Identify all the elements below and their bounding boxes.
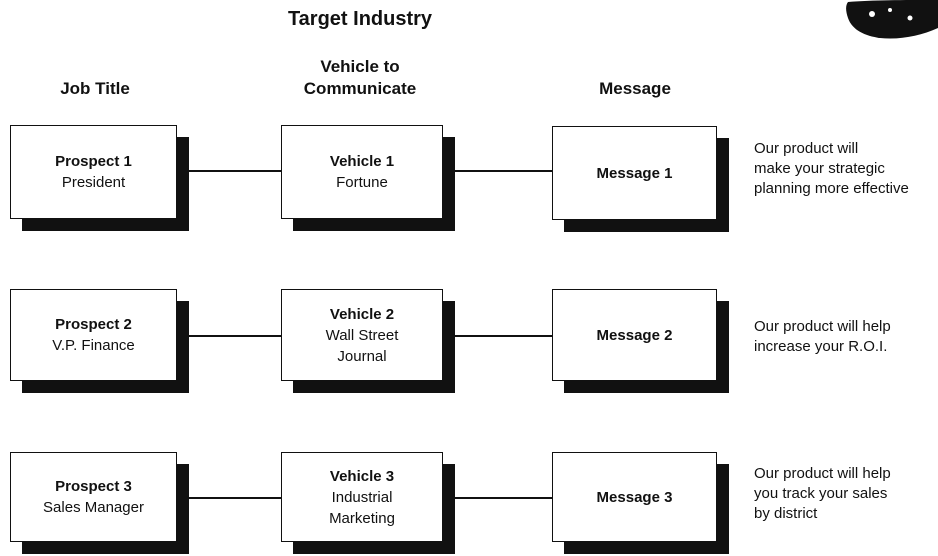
vehicle-2-line-2: Journal xyxy=(337,347,387,365)
vehicle-1-box: Vehicle 1 Fortune xyxy=(281,125,443,219)
message-1-copy-line-2: make your strategic xyxy=(754,160,885,177)
prospect-1-title: President xyxy=(61,174,126,191)
message-2-copy: Our product will help increase your R.O.… xyxy=(754,317,891,357)
connector-1b xyxy=(443,170,552,172)
column-header-vehicle: Vehicle to Communicate xyxy=(265,56,455,100)
prospect-3-title: Sales Manager xyxy=(43,499,144,516)
prospect-2-name: Prospect 2 xyxy=(55,316,132,333)
prospect-1-box: Prospect 1 President xyxy=(10,125,177,219)
message-2-copy-line-2: increase your R.O.I. xyxy=(754,338,888,355)
message-1-copy-line-3: planning more effective xyxy=(754,180,909,197)
message-1-copy: Our product will make your strategic pla… xyxy=(754,139,909,199)
vehicle-3-box: Vehicle 3 Industrial Marketing xyxy=(281,452,443,542)
column-header-vehicle-line-2: Communicate xyxy=(303,79,417,98)
vehicle-2-box: Vehicle 2 Wall Street Journal xyxy=(281,289,443,381)
message-3-copy-line-1: Our product will help xyxy=(754,465,891,482)
vehicle-2-line-1: Wall Street xyxy=(325,326,399,344)
prospect-1-name: Prospect 1 xyxy=(55,153,132,170)
message-2-box: Message 2 xyxy=(552,289,717,381)
column-header-message: Message xyxy=(599,79,671,98)
connector-1a xyxy=(177,170,281,172)
corner-ink-blot xyxy=(846,0,938,39)
message-1-label: Message 1 xyxy=(596,164,673,182)
connector-3a xyxy=(177,497,281,499)
prospect-2-title: V.P. Finance xyxy=(52,337,135,354)
message-1-copy-line-1: Our product will xyxy=(754,140,859,157)
vehicle-1-line-1: Fortune xyxy=(336,174,388,191)
prospect-3-name: Prospect 3 xyxy=(55,478,132,495)
message-3-copy-line-2: you track your sales xyxy=(754,485,888,502)
vehicle-3-name: Vehicle 3 xyxy=(329,467,395,485)
vehicle-3-line-2: Marketing xyxy=(329,509,395,527)
message-2-copy-line-1: Our product will help xyxy=(754,318,891,335)
message-2-label: Message 2 xyxy=(596,326,673,344)
vehicle-3-line-1: Industrial xyxy=(331,488,393,506)
message-1-box: Message 1 xyxy=(552,126,717,220)
prospect-2-box: Prospect 2 V.P. Finance xyxy=(10,289,177,381)
connector-2b xyxy=(443,335,552,337)
vehicle-2-name: Vehicle 2 xyxy=(329,305,395,323)
message-3-copy-line-3: by district xyxy=(754,505,818,522)
message-3-label: Message 3 xyxy=(596,488,673,506)
prospect-3-box: Prospect 3 Sales Manager xyxy=(10,452,177,542)
column-header-job-title: Job Title xyxy=(60,79,130,98)
message-3-box: Message 3 xyxy=(552,452,717,542)
connector-3b xyxy=(443,497,552,499)
connector-2a xyxy=(177,335,281,337)
column-header-vehicle-line-1: Vehicle to xyxy=(320,57,400,76)
diagram-title: Target Industry xyxy=(287,8,433,30)
message-3-copy: Our product will help you track your sal… xyxy=(754,464,891,524)
vehicle-1-name: Vehicle 1 xyxy=(329,153,395,170)
